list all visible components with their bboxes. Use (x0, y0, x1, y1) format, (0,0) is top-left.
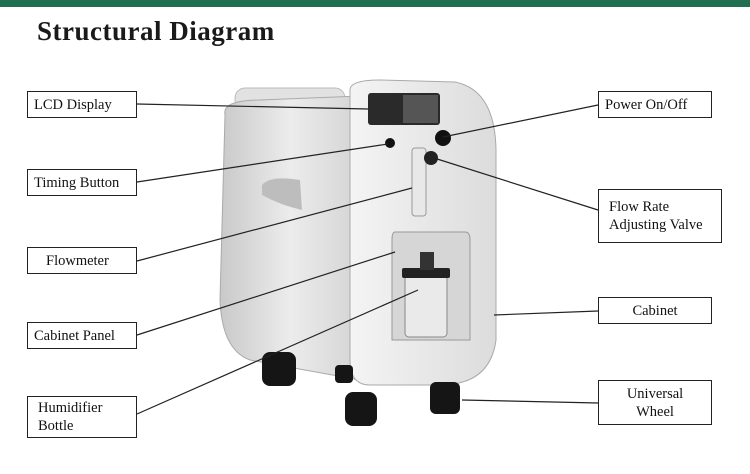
humidifier-bottle (404, 274, 448, 338)
timing-button (385, 138, 395, 148)
label-humidifier-line1: Humidifier (38, 400, 103, 416)
page-title: Structural Diagram (37, 16, 275, 46)
cabinet-body (219, 95, 361, 381)
label-humidifier-line2: Bottle (38, 418, 74, 434)
label-flow-rate-valve: Flow Rate Adjusting Valve (598, 189, 722, 243)
top-bar (0, 0, 750, 7)
flowmeter (411, 147, 427, 217)
label-wheel-line2: Wheel (636, 403, 674, 420)
label-wheel-line1: Universal (626, 385, 684, 402)
label-flow-rate-line1: Flow Rate (609, 199, 670, 215)
label-flowmeter: Flowmeter (27, 247, 137, 274)
side-grip (262, 178, 302, 210)
flow-valve (424, 151, 438, 165)
leader-lines (136, 103, 599, 415)
label-cabinet: Cabinet (598, 297, 712, 324)
label-timing-button: Timing Button (27, 169, 137, 196)
label-humidifier-bottle: Humidifier Bottle (27, 396, 137, 438)
label-universal-wheel: Universal Wheel (598, 380, 712, 425)
label-lcd-display: LCD Display (27, 91, 137, 118)
wheels (262, 352, 460, 426)
power-button (435, 130, 451, 146)
label-power: Power On/Off (598, 91, 712, 118)
label-flow-rate-line2: Adjusting Valve (609, 217, 703, 233)
label-cabinet-panel: Cabinet Panel (27, 322, 137, 349)
